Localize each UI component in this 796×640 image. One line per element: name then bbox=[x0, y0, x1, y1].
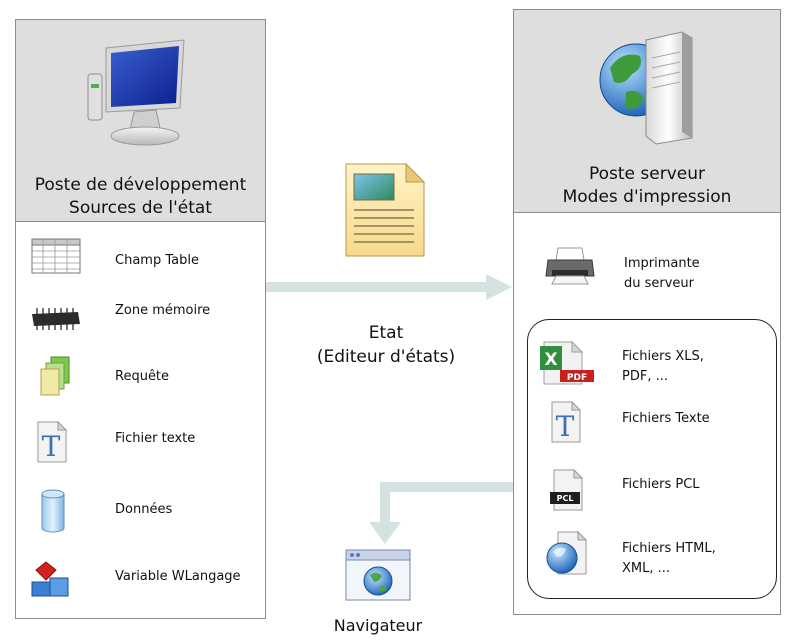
report-label-line1: Etat bbox=[368, 323, 404, 343]
printer-icon bbox=[545, 247, 595, 285]
flow-arrow-right bbox=[266, 274, 512, 300]
format-label-xls-line2: PDF, ... bbox=[622, 369, 668, 384]
svg-text:T: T bbox=[556, 410, 575, 443]
dev-station-title-line2: Sources de l'état bbox=[69, 198, 212, 218]
server-header: Poste serveur Modes d'impression bbox=[514, 10, 780, 213]
text-file-icon: T bbox=[37, 420, 68, 463]
source-label-query: Requête bbox=[115, 369, 170, 384]
format-label-text: Fichiers Texte bbox=[622, 411, 710, 426]
dev-station-panel: Poste de développement Sources de l'état… bbox=[15, 19, 266, 619]
dev-station-header: Poste de développement Sources de l'état bbox=[16, 20, 265, 222]
source-label-table: Champ Table bbox=[115, 253, 199, 268]
source-label-text-file: Fichier texte bbox=[115, 431, 196, 446]
source-label-data: Données bbox=[115, 502, 173, 517]
svg-text:T: T bbox=[42, 430, 61, 463]
memory-chip-icon bbox=[32, 308, 80, 330]
report-document-icon bbox=[345, 162, 426, 257]
variable-icon bbox=[31, 561, 69, 597]
pdf-badge: PDF bbox=[567, 373, 587, 383]
printer-label-line2: du serveur bbox=[624, 276, 695, 291]
format-label-html-line1: Fichiers HTML, bbox=[622, 541, 716, 556]
source-label-memory: Zone mémoire bbox=[115, 303, 211, 318]
format-label-html-line2: XML, ... bbox=[622, 561, 671, 576]
server-panel: Poste serveur Modes d'impression Imprima… bbox=[513, 9, 781, 615]
text-file-icon: T bbox=[551, 400, 582, 443]
flow-arrow-to-browser bbox=[370, 482, 524, 544]
printer-label-line1: Imprimante bbox=[624, 256, 700, 271]
server-title-line1: Poste serveur bbox=[588, 164, 706, 184]
table-icon bbox=[31, 238, 81, 274]
server-title-line2: Modes d'impression bbox=[562, 187, 732, 207]
database-icon bbox=[41, 489, 65, 533]
server-globe-icon bbox=[599, 31, 693, 145]
browser-label: Navigateur bbox=[333, 616, 423, 635]
format-label-pcl: Fichiers PCL bbox=[622, 477, 700, 492]
format-label-xls-line1: Fichiers XLS, bbox=[622, 349, 704, 364]
dev-station-title-line1: Poste de développement bbox=[34, 175, 247, 195]
report-label-line2: (Editeur d'états) bbox=[316, 347, 456, 367]
pcl-file-icon: PCL bbox=[550, 468, 584, 511]
source-label-variable: Variable WLangage bbox=[115, 569, 241, 584]
pcl-badge: PCL bbox=[557, 494, 574, 503]
monitor-icon bbox=[87, 39, 185, 146]
xls-pdf-icon: X PDF bbox=[540, 340, 594, 385]
svg-text:X: X bbox=[544, 350, 557, 370]
html-file-icon bbox=[546, 530, 588, 575]
browser-icon bbox=[345, 549, 411, 601]
export-formats-group bbox=[527, 319, 777, 599]
query-icon bbox=[40, 356, 70, 396]
